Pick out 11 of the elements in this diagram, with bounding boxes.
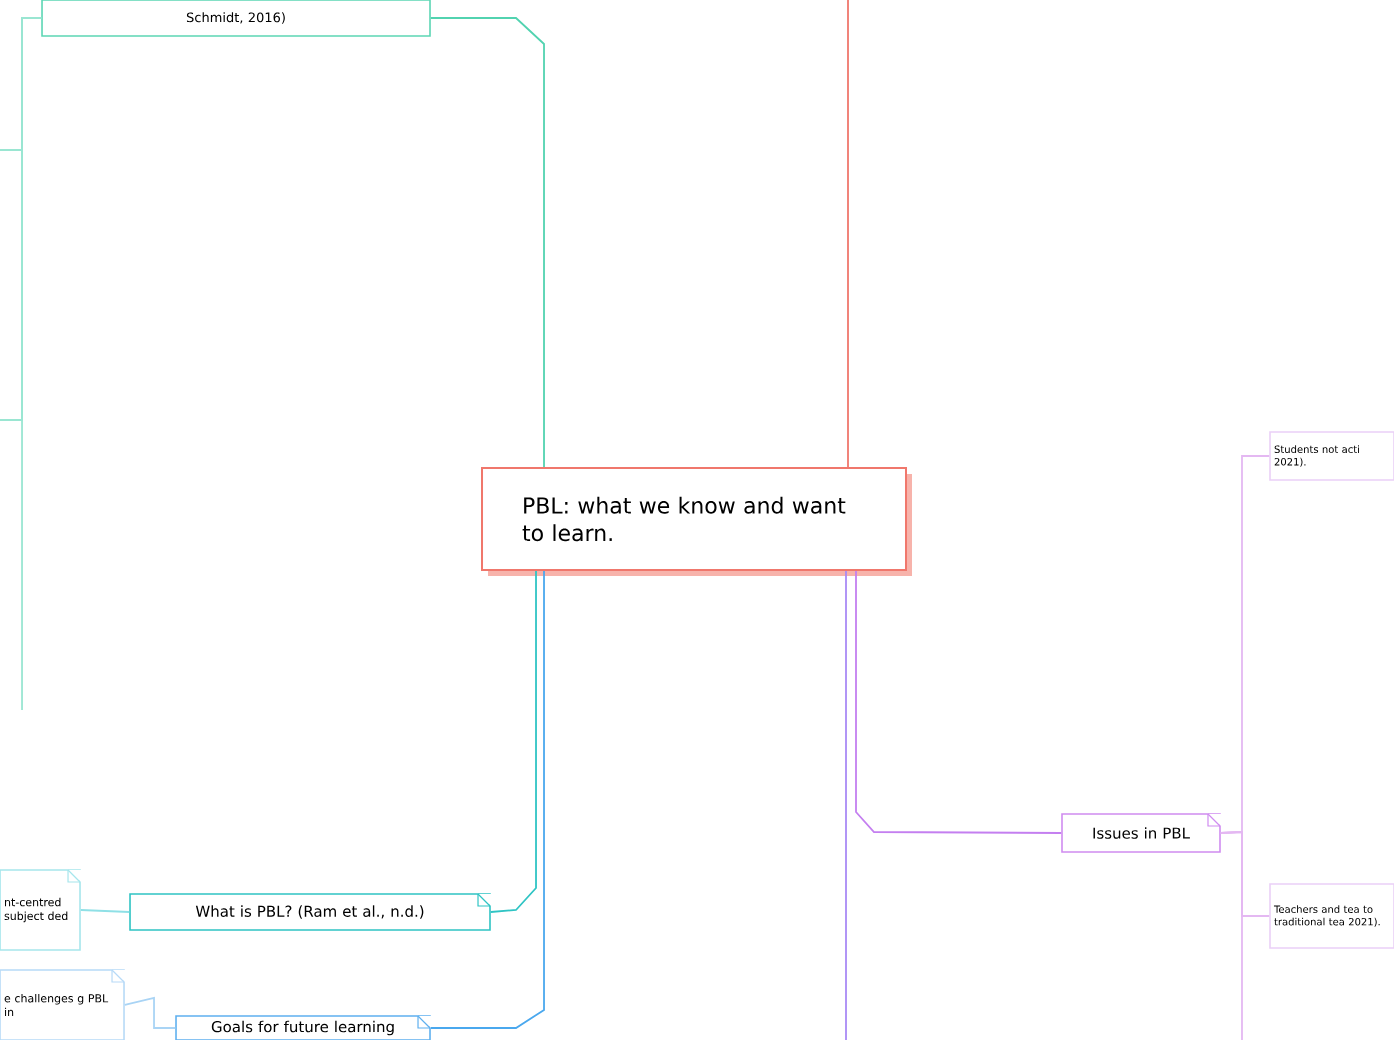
connector-line xyxy=(855,570,1063,834)
connector-line xyxy=(845,570,847,1040)
connector-line xyxy=(0,17,43,421)
connector-line xyxy=(429,17,545,468)
connector-line xyxy=(1219,831,1243,1040)
connector-line xyxy=(847,0,849,468)
title-box: PBL: what we know and want to learn. xyxy=(481,467,912,576)
connector-line xyxy=(489,570,537,913)
connector-line xyxy=(429,570,545,1029)
connector-line xyxy=(123,996,177,1029)
connector-line xyxy=(79,909,131,913)
